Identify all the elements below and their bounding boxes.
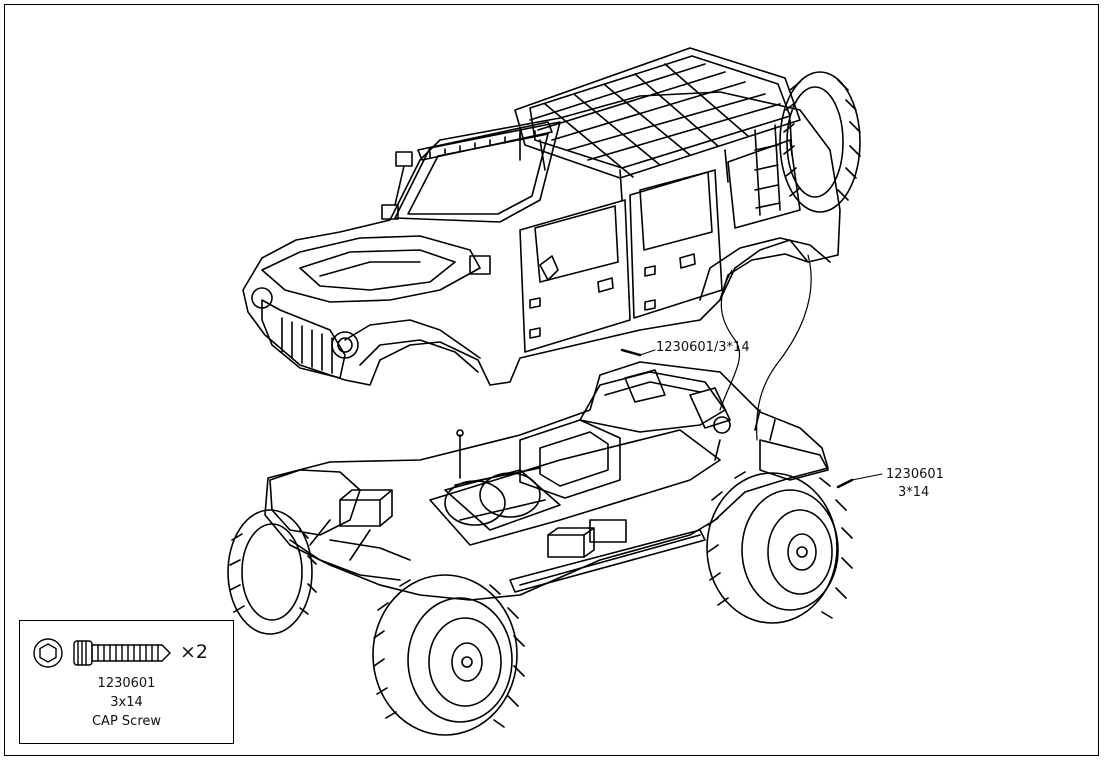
chassis-screw-part-callout: 1230601: [886, 467, 944, 482]
alignment-line-rear: [756, 254, 812, 441]
part-size-label: 3x14: [110, 695, 143, 710]
diagram-frame: [4, 4, 1099, 756]
legend-art: [33, 638, 171, 668]
chassis: [264, 361, 829, 601]
cap-screw-icon: [73, 640, 171, 666]
chassis-screw-size-callout: 3*14: [898, 485, 930, 500]
body-screw-callout: 1230601/3*14: [656, 340, 750, 355]
hex-head-icon: [33, 638, 63, 668]
alignment-line-middle: [719, 269, 740, 411]
chassis-screw-marker: [836, 473, 883, 489]
quantity-label: ×2: [180, 641, 209, 663]
spare-tire: [779, 71, 861, 213]
body-shell: [242, 91, 841, 386]
wheel-front-right: [372, 574, 525, 736]
parts-legend: ×2 1230601 3x14 CAP Screw: [19, 620, 234, 744]
wheel-rear-left: [706, 471, 853, 624]
part-name-label: CAP Screw: [91, 714, 162, 729]
wheel-front-left: [227, 509, 317, 635]
body-screw-marker: [620, 348, 656, 357]
part-number-label: 1230601: [97, 676, 156, 691]
